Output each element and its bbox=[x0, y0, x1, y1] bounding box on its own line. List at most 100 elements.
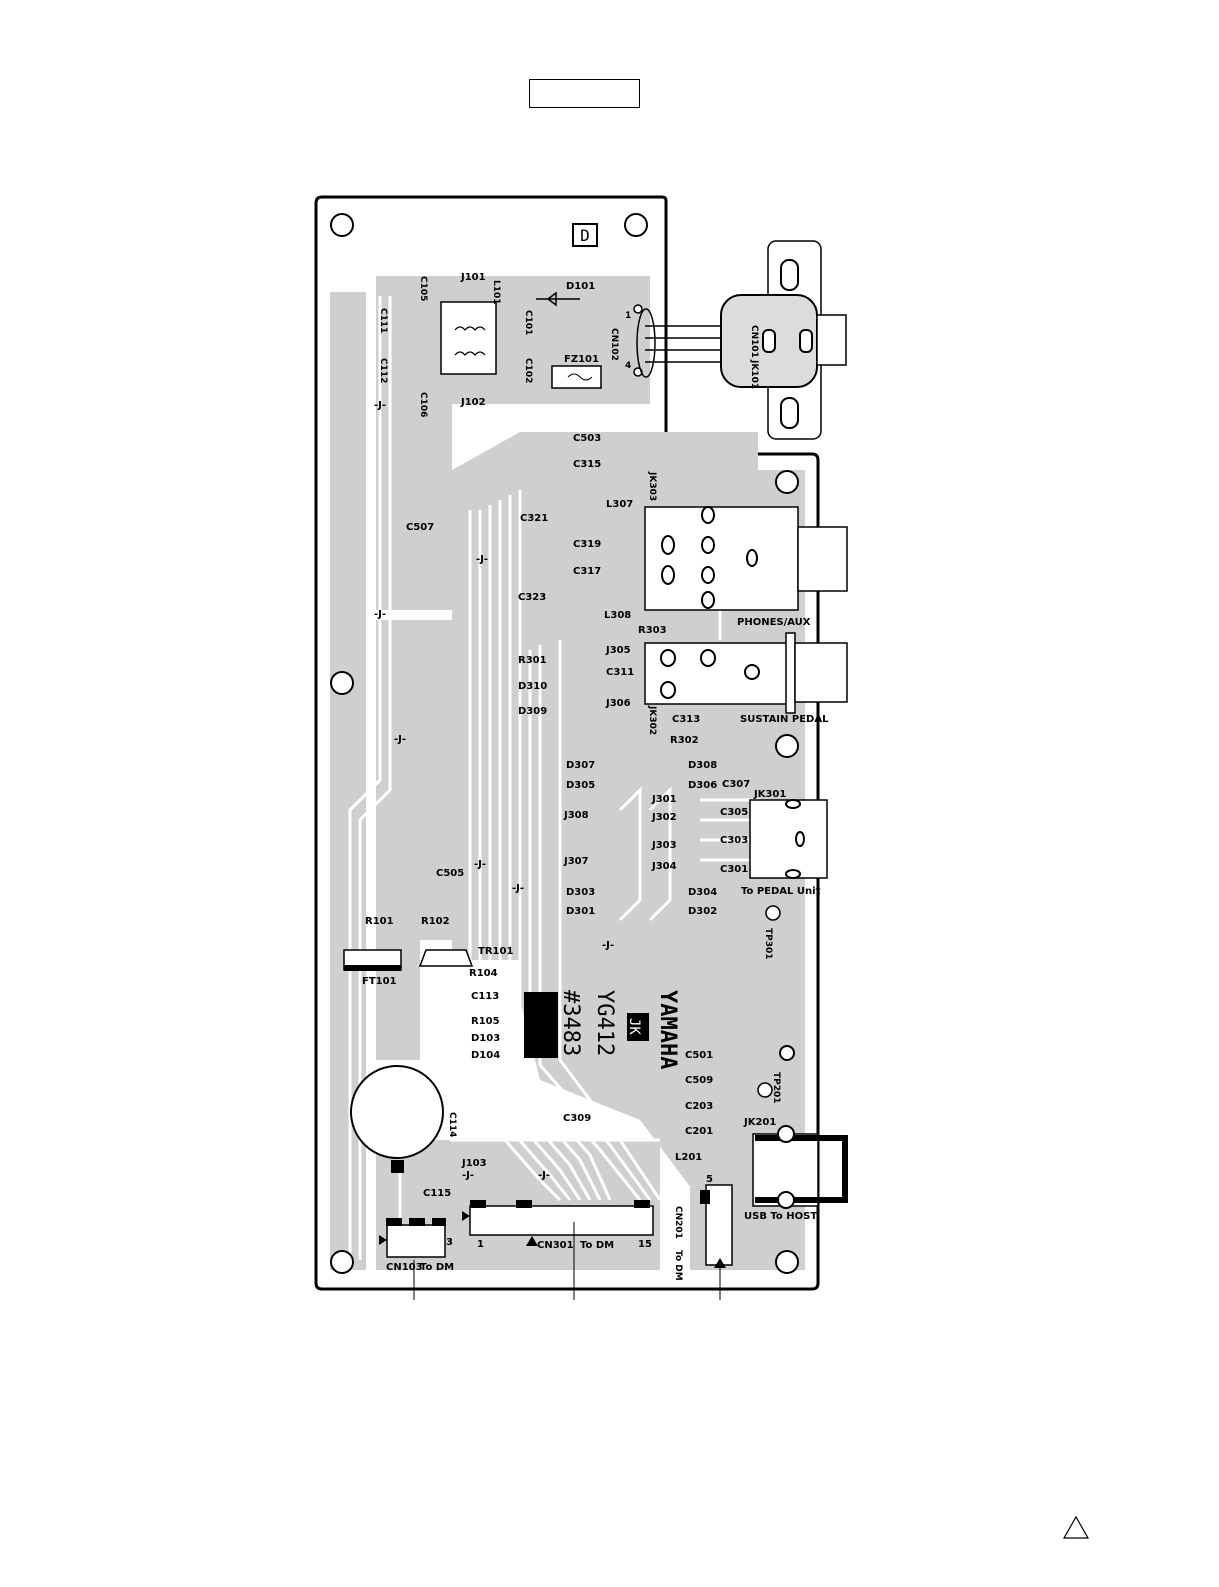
label-j-2: -J- bbox=[374, 609, 386, 620]
label-l308: L308 bbox=[604, 610, 631, 621]
label-j304: J304 bbox=[651, 861, 677, 872]
connector-cn301 bbox=[462, 1200, 654, 1246]
label-tp301: TP301 bbox=[763, 928, 773, 960]
label-sustain-pedal: SUSTAIN PEDAL bbox=[740, 714, 829, 725]
label-c102: C102 bbox=[523, 358, 533, 383]
corner-mark: D bbox=[580, 226, 590, 245]
label-l307: L307 bbox=[606, 499, 633, 510]
label-fz101: FZ101 bbox=[564, 354, 599, 365]
label-j301: J301 bbox=[651, 794, 677, 805]
label-cn301-pin1: 1 bbox=[477, 1239, 484, 1250]
label-c503: C503 bbox=[573, 433, 601, 444]
diode-d101 bbox=[536, 291, 580, 307]
label-j103: J103 bbox=[461, 1158, 487, 1169]
label-c105: C105 bbox=[418, 276, 428, 301]
label-to-pedal-unit: To PEDAL Unit bbox=[741, 886, 821, 897]
label-j302: J302 bbox=[651, 812, 677, 823]
label-c203: C203 bbox=[685, 1101, 713, 1112]
label-r101: R101 bbox=[365, 916, 394, 927]
label-d104: D104 bbox=[471, 1050, 500, 1061]
label-c311: C311 bbox=[606, 667, 634, 678]
mounting-holes bbox=[330, 213, 799, 1274]
label-r303: R303 bbox=[638, 625, 667, 636]
label-j-9: -J- bbox=[538, 1170, 550, 1181]
board-code: YG412 bbox=[592, 990, 617, 1056]
label-d308: D308 bbox=[688, 760, 717, 771]
label-c507: C507 bbox=[406, 522, 434, 533]
jack-jk301 bbox=[749, 799, 828, 921]
label-c114: C114 bbox=[447, 1112, 457, 1137]
label-d306: D306 bbox=[688, 780, 717, 791]
jack-jk101 bbox=[720, 240, 847, 440]
label-j-4: -J- bbox=[476, 554, 488, 565]
ic-chip bbox=[524, 992, 558, 1058]
jack-jk302 bbox=[644, 632, 848, 714]
label-j-1: -J- bbox=[374, 400, 386, 411]
label-jk101: JK101 bbox=[749, 359, 759, 389]
label-d101: D101 bbox=[566, 281, 595, 292]
label-jk201: JK201 bbox=[743, 1117, 776, 1128]
label-c321: C321 bbox=[520, 513, 548, 524]
label-d304: D304 bbox=[688, 887, 717, 898]
label-cn103-pin3: 3 bbox=[446, 1237, 453, 1248]
label-r302: R302 bbox=[670, 735, 699, 746]
leader-lines bbox=[413, 1222, 721, 1300]
label-d307: D307 bbox=[566, 760, 595, 771]
label-d305: D305 bbox=[566, 780, 595, 791]
label-r301: R301 bbox=[518, 655, 547, 666]
fuse-fz101 bbox=[551, 365, 602, 389]
label-d301: D301 bbox=[566, 906, 595, 917]
label-jk303: JK303 bbox=[647, 471, 657, 501]
label-d302: D302 bbox=[688, 906, 717, 917]
label-d103: D103 bbox=[471, 1033, 500, 1044]
transistor-tr101 bbox=[418, 949, 474, 967]
board-rev: #3483 bbox=[558, 990, 583, 1056]
label-cn201-pin5: 5 bbox=[706, 1174, 713, 1185]
label-j307: J307 bbox=[563, 856, 589, 867]
label-c106: C106 bbox=[418, 392, 428, 417]
label-jk301: JK301 bbox=[753, 789, 786, 800]
connector-cn103 bbox=[379, 1218, 446, 1258]
label-cn103: CN103 bbox=[386, 1262, 423, 1273]
board-name: YAMAHA bbox=[655, 990, 680, 1069]
label-c113: C113 bbox=[471, 991, 499, 1002]
label-j-8: -J- bbox=[462, 1170, 474, 1181]
board-side-mark: JK bbox=[626, 1018, 642, 1035]
label-tr101: TR101 bbox=[478, 946, 513, 957]
label-j306: J306 bbox=[605, 698, 631, 709]
label-cn301: CN301 bbox=[537, 1240, 574, 1251]
label-cn103-to-dm: To DM bbox=[420, 1262, 454, 1273]
label-c301: C301 bbox=[720, 864, 748, 875]
label-ft101: FT101 bbox=[362, 976, 397, 987]
line-filter-l101 bbox=[440, 301, 497, 375]
label-j-5: -J- bbox=[474, 859, 486, 870]
connector-cn201 bbox=[700, 1184, 733, 1268]
label-c112: C112 bbox=[378, 358, 388, 383]
label-c317: C317 bbox=[573, 566, 601, 577]
label-d309: D309 bbox=[518, 706, 547, 717]
label-c315: C315 bbox=[573, 459, 601, 470]
test-point-tp201 bbox=[757, 1082, 773, 1098]
label-j101: J101 bbox=[460, 272, 486, 283]
label-cn102-pin1: 1 bbox=[625, 311, 631, 321]
label-c111: C111 bbox=[378, 308, 388, 333]
label-cn101: CN101 bbox=[749, 325, 759, 358]
label-d310: D310 bbox=[518, 681, 547, 692]
label-c305: C305 bbox=[720, 807, 748, 818]
trace-channels bbox=[348, 296, 760, 1260]
label-j-6: -J- bbox=[512, 883, 524, 894]
jack-jk201 bbox=[752, 1125, 848, 1209]
label-c307: C307 bbox=[722, 779, 750, 790]
jack-jk303 bbox=[644, 506, 848, 611]
label-l101: L101 bbox=[491, 280, 501, 305]
label-jk302: JK302 bbox=[647, 705, 657, 735]
label-c319: C319 bbox=[573, 539, 601, 550]
label-cn102-pin4: 4 bbox=[625, 361, 631, 371]
label-tp201: TP201 bbox=[771, 1072, 781, 1104]
label-cn201: CN201 bbox=[673, 1206, 683, 1239]
label-j-7: -J- bbox=[602, 940, 614, 951]
label-r105: R105 bbox=[471, 1016, 500, 1027]
label-l201: L201 bbox=[675, 1152, 702, 1163]
label-j-3: -J- bbox=[394, 734, 406, 745]
